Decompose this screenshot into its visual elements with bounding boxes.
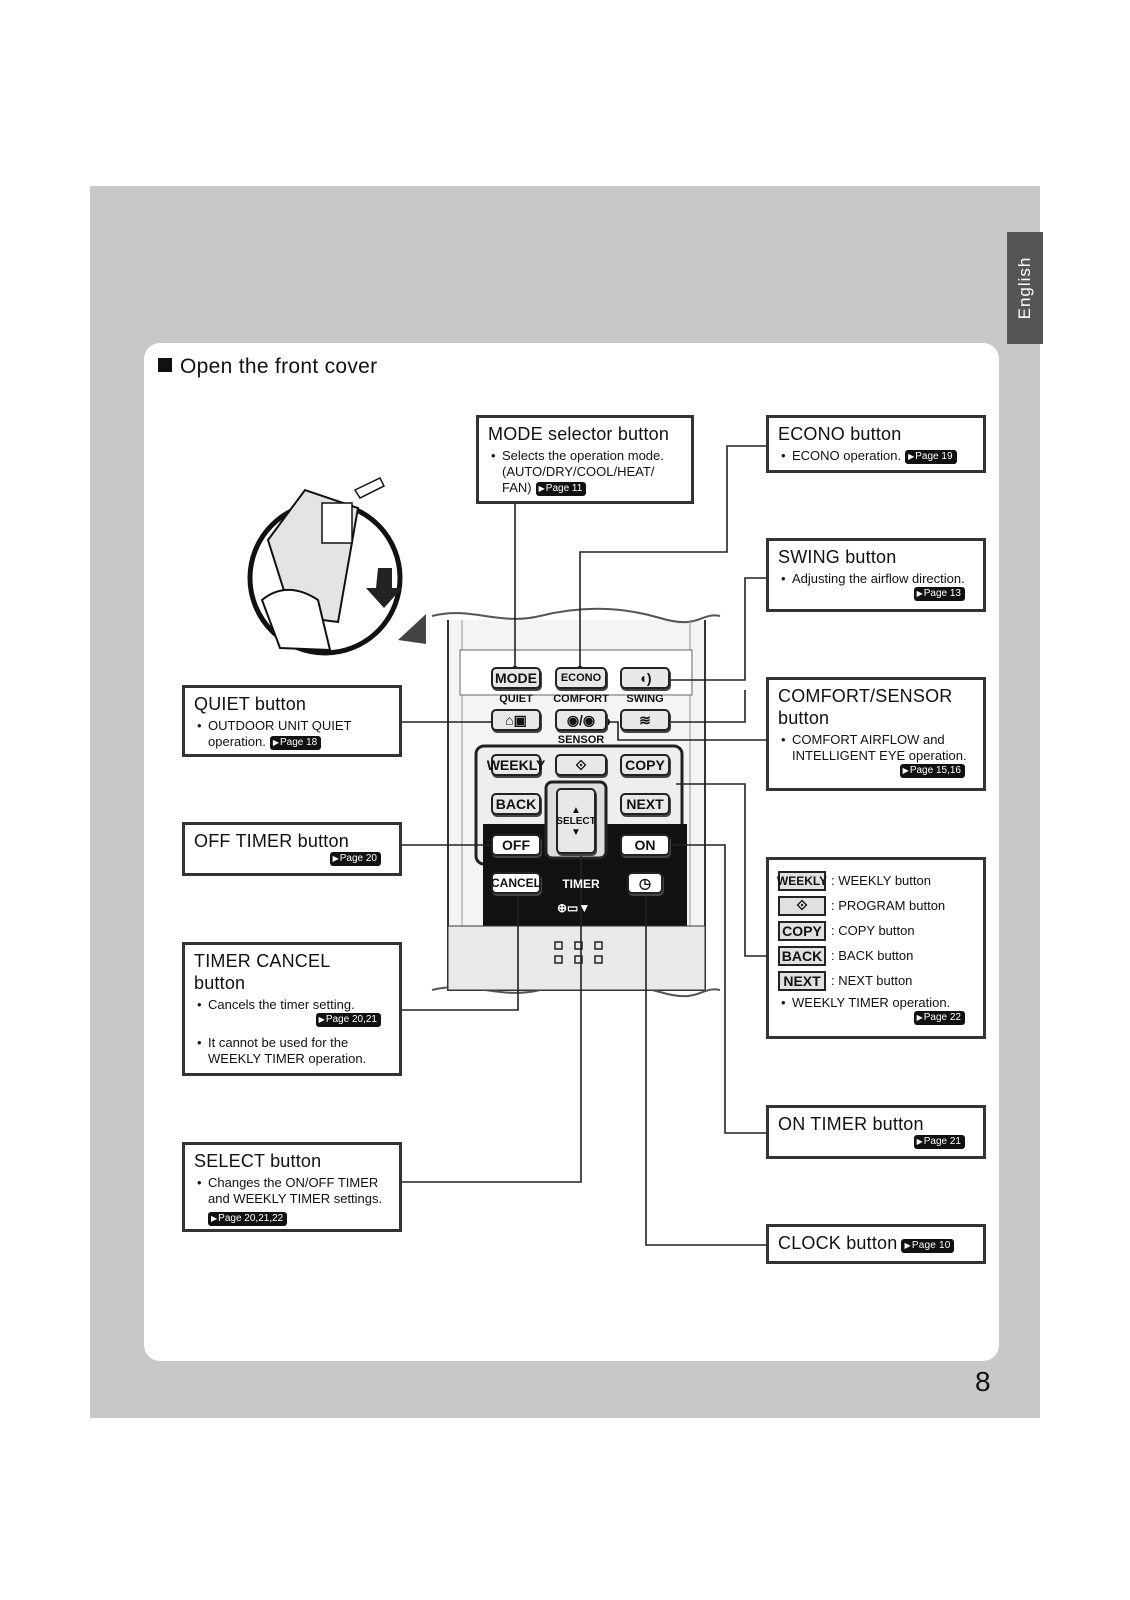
legend-row-copy: COPY: COPY button [778, 918, 974, 943]
remote-program-key[interactable]: ⟐ [555, 754, 607, 776]
comfort-sensor-callout: COMFORT/SENSOR button COMFORT AIRFLOW an… [766, 677, 986, 791]
page-ref: Page 11 [535, 482, 587, 496]
off-timer-callout: OFF TIMER button Page 20 [182, 822, 402, 876]
swing-icon: ◖) [638, 670, 652, 686]
copy-key-icon: COPY [778, 920, 826, 941]
page-ref: Page 22 [913, 1011, 965, 1025]
next-key-icon: NEXT [778, 970, 826, 991]
program-key-icon: ⟐ [778, 895, 826, 916]
page-ref: Page 13 [913, 587, 965, 601]
page-ref: Page 18 [269, 736, 322, 750]
page-ref: Page 10 [901, 1239, 955, 1253]
clock-callout: CLOCK buttonPage 10 [766, 1224, 986, 1264]
clock-icon: ◷ [638, 874, 652, 891]
airflow-icon: ≋ [639, 711, 651, 728]
weekly-key-icon: WEEKLY [777, 870, 827, 891]
page-ref: Page 21 [913, 1135, 965, 1149]
square-bullet-icon [158, 358, 172, 372]
remote-comfort-label: COMFORT [553, 693, 609, 705]
remote-clock-key[interactable]: ◷ [627, 872, 663, 894]
remote-quiet-label: QUIET [499, 693, 533, 705]
hand-opening-cover-illustration [247, 477, 403, 656]
remote-econo-key[interactable]: ECONO [555, 667, 607, 689]
legend-row-program: ⟐: PROGRAM button [778, 893, 974, 918]
remote-swing-key[interactable]: ◖) [620, 667, 670, 689]
weekly-group-callout: WEEKLY: WEEKLY button ⟐: PROGRAM button … [766, 857, 986, 1039]
remote-comfort-sensor-key[interactable]: ◉/◉ [555, 709, 607, 731]
remote-quiet-key[interactable]: ⌂▣ [491, 709, 541, 731]
up-arrow-icon: ▲ [571, 804, 581, 816]
page-ref: Page 20,21 [315, 1013, 381, 1027]
remote-back-key[interactable]: BACK [491, 793, 541, 815]
page-ref: Page 15,16 [899, 764, 965, 778]
section-title: Open the front cover [158, 355, 377, 379]
page-ref: Page 19 [905, 450, 957, 464]
on-timer-callout: ON TIMER button Page 21 [766, 1105, 986, 1159]
remote-swing-vertical-key[interactable]: ≋ [620, 709, 670, 731]
outdoor-unit-icon: ⌂▣ [505, 711, 527, 728]
battery-icon: ⊕▭▼ [557, 901, 590, 915]
down-arrow-icon: ▼ [571, 826, 581, 838]
remote-sensor-label: SENSOR [557, 734, 605, 746]
callout-title: MODE selector button [488, 424, 670, 444]
econo-callout: ECONO button ECONO operation.Page 19 [766, 415, 986, 473]
page-number: 8 [975, 1366, 991, 1397]
remote-select-key[interactable]: ▲ SELECT ▼ [556, 788, 596, 854]
page-ref: Page 20 [329, 852, 381, 866]
remote-weekly-key[interactable]: WEEKLY [487, 754, 545, 776]
remote-mode-key[interactable]: MODE [491, 667, 541, 689]
mode-selector-callout: MODE selector button Selects the operati… [476, 415, 694, 504]
remote-swing-label: SWING [626, 693, 664, 705]
back-key-icon: BACK [778, 945, 826, 966]
remote-copy-key[interactable]: COPY [620, 754, 670, 776]
legend-row-back: BACK: BACK button [778, 943, 974, 968]
remote-next-key[interactable]: NEXT [620, 793, 670, 815]
timer-cancel-callout: TIMER CANCEL button Cancels the timer se… [182, 942, 402, 1076]
select-callout: SELECT button Changes the ON/OFF TIMER a… [182, 1142, 402, 1232]
language-tab: English [1007, 232, 1043, 344]
sensor-icon: ◉/◉ [566, 711, 596, 728]
quiet-callout: QUIET button OUTDOOR UNIT QUIET operatio… [182, 685, 402, 757]
remote-timer-label: TIMER [562, 877, 600, 891]
legend-row-next: NEXT: NEXT button [778, 968, 974, 993]
swing-callout: SWING button Adjusting the airflow direc… [766, 538, 986, 612]
page-ref: Page 20,21,22 [208, 1212, 288, 1226]
remote-cancel-key[interactable]: CANCEL [491, 872, 541, 894]
legend-row-weekly: WEEKLY: WEEKLY button [777, 868, 974, 893]
remote-off-timer-key[interactable]: OFF [491, 834, 541, 856]
remote-on-timer-key[interactable]: ON [620, 834, 670, 856]
